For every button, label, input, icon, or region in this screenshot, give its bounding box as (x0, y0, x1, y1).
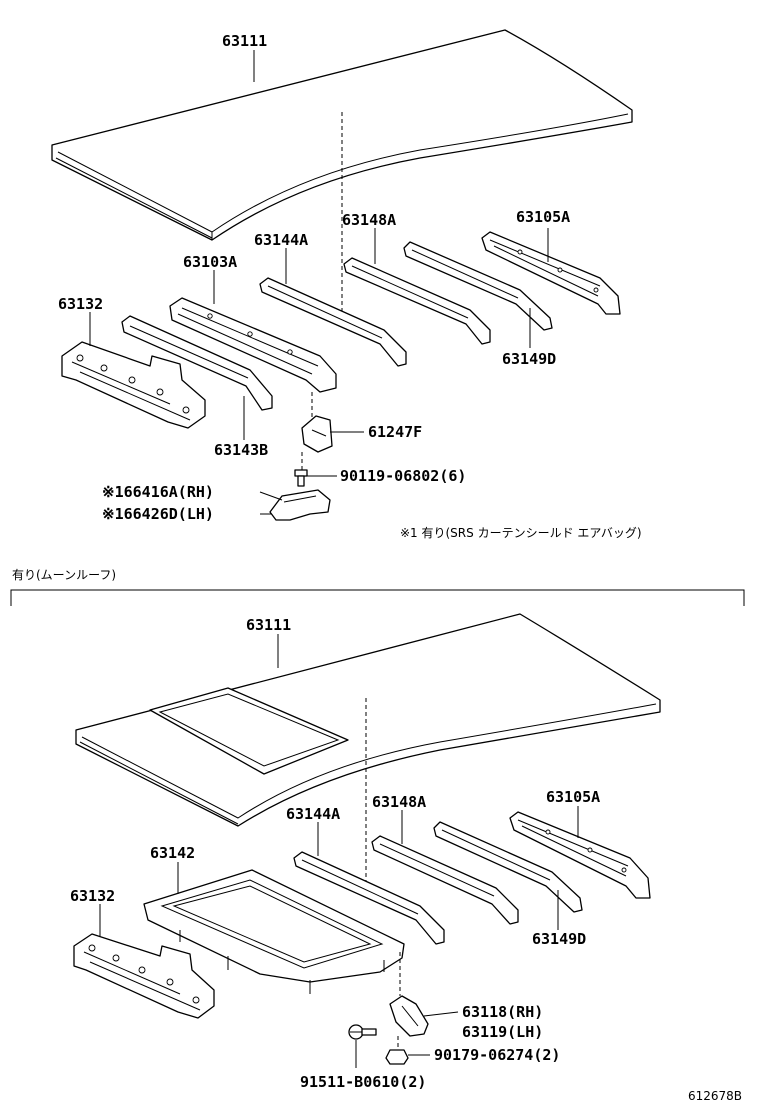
bracket-66416-66426 (269, 489, 331, 521)
footnote-srs: ※1 有り(SRS カーテンシールド エアバッグ) (400, 526, 642, 540)
label-63149d-lower: 63149D (532, 930, 586, 948)
roof-bow-144-lower (293, 851, 445, 945)
roof-bow-148-upper (343, 257, 491, 345)
section-divider: 有り(ムーンルーフ) (10, 568, 745, 606)
panel-132-upper (61, 341, 206, 429)
screw-91511 (348, 1024, 377, 1040)
label-63148a-lower: 63148A (372, 793, 426, 811)
front-header-upper (169, 297, 337, 393)
label-bolt-90119: 90119-06802(6) (340, 467, 466, 485)
label-63132-lower: 63132 (70, 887, 115, 905)
label-63149d-upper: 63149D (502, 350, 556, 368)
roof-panel-lower (75, 613, 661, 827)
roof-bow-144-upper (259, 277, 407, 367)
lower-leaders (99, 634, 579, 1068)
label-roof-63111-lower: 63111 (246, 616, 291, 634)
label-63105a-upper: 63105A (516, 208, 570, 226)
label-bracket-lh: ※166426D(LH) (102, 505, 214, 523)
label-roof-63111-upper: 63111 (222, 32, 267, 50)
rear-header-upper (481, 231, 621, 315)
label-screw-91511: 91511-B0610(2) (300, 1073, 426, 1091)
section-title-moonroof: 有り(ムーンルーフ) (12, 568, 116, 582)
label-bracket-63118: 63118(RH) (462, 1003, 543, 1021)
panel-132-lower (73, 933, 215, 1019)
roof-bow-149-upper (403, 241, 553, 331)
bolt-90119 (294, 469, 308, 487)
roof-bow-143-upper (121, 315, 273, 411)
lower-section: 63111 63144A 63148A 63105A 63142 63132 6… (70, 613, 661, 1091)
label-bracket-rh: ※166416A(RH) (102, 483, 214, 501)
label-63103a-upper: 63103A (183, 253, 237, 271)
label-nut-90179: 90179-06274(2) (434, 1046, 560, 1064)
upper-section: 63111 63148A 63105A 63144A 63103A 63132 … (51, 29, 642, 540)
clip-247 (301, 415, 333, 453)
bracket-63118-63119 (389, 995, 429, 1037)
nut-90179 (385, 1049, 409, 1065)
sunroof-frame-142 (143, 869, 405, 994)
label-63105a-lower: 63105A (546, 788, 600, 806)
upper-leaders (89, 50, 549, 515)
rear-header-lower (509, 811, 651, 899)
label-bracket-63119: 63119(LH) (462, 1023, 543, 1041)
label-63132-upper: 63132 (58, 295, 103, 313)
label-63148a-upper: 63148A (342, 211, 396, 229)
label-63144a-lower: 63144A (286, 805, 340, 823)
label-63144a-upper: 63144A (254, 231, 308, 249)
label-63142: 63142 (150, 844, 195, 862)
roof-bow-149-lower (433, 821, 583, 913)
label-61247f: 61247F (368, 423, 422, 441)
roof-bow-148-lower (371, 835, 519, 925)
label-63143b-upper: 63143B (214, 441, 268, 459)
diagram-code: 612678B (688, 1089, 742, 1103)
